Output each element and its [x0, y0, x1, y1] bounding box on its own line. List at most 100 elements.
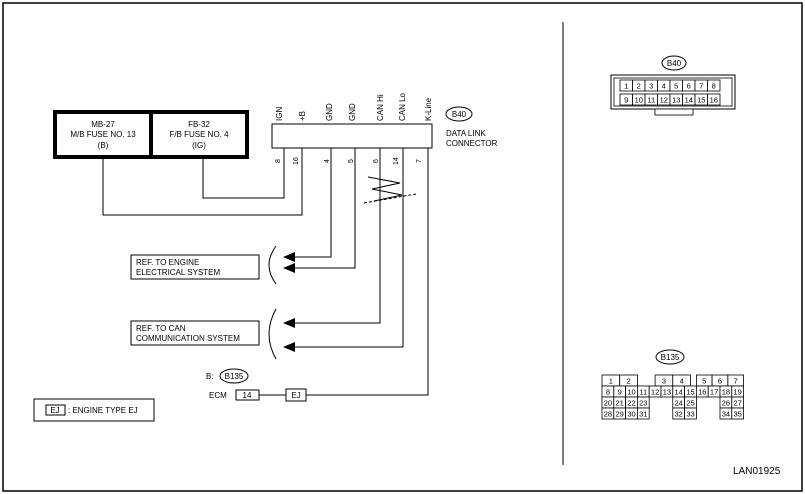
b135-face-pin-label: 22	[627, 399, 635, 408]
b40-face-pin-label: 6	[687, 82, 691, 91]
fuse-mb27-line1: MB-27	[91, 120, 115, 129]
pin-5: 5	[348, 159, 355, 163]
b135-face-pin-label: 29	[616, 410, 624, 419]
wire-can-hi	[293, 148, 381, 324]
b135-face-pin-label: 16	[698, 388, 706, 397]
legend-ej-box	[45, 404, 66, 416]
b40-tag: B40	[452, 110, 467, 119]
wire-can-lo	[293, 148, 404, 348]
ref-engine-line1: REF. TO ENGINE	[136, 258, 199, 267]
b135-face-pin-label: 10	[627, 388, 635, 397]
b135-face-pin-label: 34	[722, 410, 730, 419]
b135-face-pin-label: 21	[616, 399, 624, 408]
b40-face-pin-label: 16	[710, 96, 718, 105]
signal-plus-b: +B	[298, 111, 307, 121]
arrow-engine-1	[283, 252, 295, 262]
b135-face-pin-label: 15	[686, 388, 694, 397]
pin-4: 4	[324, 159, 331, 163]
b135-face-pin-label: 24	[675, 399, 683, 408]
b135-face-pin-label: 33	[686, 410, 694, 419]
wire-k-line	[306, 148, 429, 396]
b40-face-inner	[613, 77, 733, 107]
b135-tag: B135	[225, 372, 244, 381]
ref-engine-box	[130, 254, 260, 280]
b40-face-pin-label: 1	[624, 82, 628, 91]
fuse-fb32-line3: (IG)	[192, 141, 206, 150]
wire-fb32-ign	[202, 148, 285, 199]
b40-face-pin-label: 10	[635, 96, 643, 105]
b135-face-pin-label: 11	[639, 388, 647, 397]
fuse-fb32: FB-32 F/B FUSE NO. 4 (IG)	[149, 110, 249, 159]
b135-face-tag-oval	[655, 349, 685, 365]
legend-ej-label: EJ	[50, 406, 59, 415]
signal-gnd-4: GND	[325, 103, 334, 121]
wire-gnd-4	[293, 148, 332, 258]
b135-tag-oval	[219, 368, 249, 384]
ej-variant-box	[285, 388, 307, 402]
b135-face-pin-label: 4	[680, 377, 684, 386]
b135-face-pin-label: 2	[626, 377, 630, 386]
ref-can-line1: REF. TO CAN	[136, 324, 186, 333]
b135-face-pin-label: 35	[734, 410, 742, 419]
b135-face-pin-label: 27	[734, 399, 742, 408]
b135-face-pin-label: 19	[734, 388, 742, 397]
signal-gnd-5: GND	[348, 103, 357, 121]
legend-text: : ENGINE TYPE EJ	[68, 406, 138, 415]
fuse-fb32-line2: F/B FUSE NO. 4	[169, 130, 229, 139]
ecm-pin-box	[235, 389, 260, 401]
ej-variant-label: EJ	[291, 391, 300, 400]
b135-face-pin-label: 14	[675, 388, 683, 397]
twisted-pair-symbol	[367, 176, 403, 202]
arrow-can-2	[283, 342, 295, 352]
b135-face-pin	[731, 407, 744, 420]
b135-face-pin	[637, 407, 650, 420]
b135-face-pin-label: 18	[722, 388, 730, 397]
b135-face-pin-label: 25	[686, 399, 694, 408]
fuse-fb32-line1: FB-32	[188, 120, 210, 129]
b135-face-pin-label: 30	[627, 410, 635, 419]
b40-face-pin-label: 4	[662, 82, 666, 91]
ecm-prefix: B:	[206, 372, 214, 381]
signal-can-hi: CAN Hi	[376, 94, 385, 121]
b135-face-pin-label: 31	[639, 410, 647, 419]
b135-face-pin-label: 13	[663, 388, 671, 397]
b40-face-pin-label: 8	[712, 82, 716, 91]
wire-gnd-5	[293, 148, 356, 269]
b135-face-pin-label: 7	[734, 377, 738, 386]
pin-14: 14	[393, 157, 400, 165]
signal-can-lo: CAN Lo	[398, 92, 407, 121]
b135-face-pin-label: 28	[604, 410, 612, 419]
fuse-mb27-line3: (B)	[98, 141, 109, 150]
b135-face-pin-label: 26	[722, 399, 730, 408]
b135-face-pin-label: 8	[606, 388, 610, 397]
b135-face-pin-label: 1	[609, 377, 613, 386]
ecm-pin: 14	[243, 391, 252, 400]
shield-dashed-line	[363, 193, 417, 204]
b40-tag-oval	[445, 106, 473, 122]
pin-7: 7	[416, 159, 423, 163]
b40-face-pin-label: 7	[699, 82, 703, 91]
b135-face-pin	[684, 407, 697, 420]
b40-face-pin	[707, 79, 721, 92]
b40-face-pin-label: 11	[647, 96, 655, 105]
ref-can-line2: COMMUNICATION SYSTEM	[136, 334, 240, 343]
b40-face-tag: B40	[667, 59, 682, 68]
figure-code: LAN01925	[733, 466, 781, 477]
b135-face-pin-label: 12	[651, 388, 659, 397]
ref-engine-line2: ELECTRICAL SYSTEM	[136, 268, 221, 277]
b135-face-tag: B135	[661, 353, 680, 362]
b40-face-pin-label: 15	[697, 96, 705, 105]
b40-face-pin-label: 9	[624, 96, 628, 105]
signal-ign: IGN	[275, 107, 284, 121]
b40-face-pin-label: 12	[660, 96, 668, 105]
ecm-label: ECM	[209, 391, 227, 400]
b135-face-pin-label: 9	[618, 388, 622, 397]
b135-face-pin-label: 3	[662, 377, 666, 386]
arrow-engine-2	[283, 263, 295, 273]
b135-face-pin-label: 23	[639, 399, 647, 408]
arrow-can-1	[283, 318, 295, 328]
